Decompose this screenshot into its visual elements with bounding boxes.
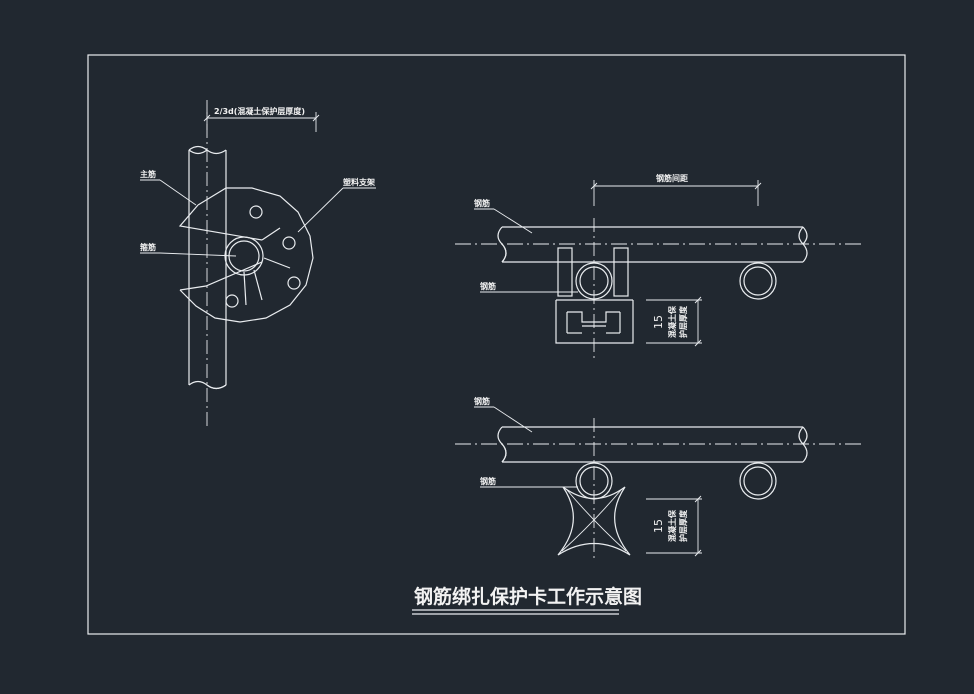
top-cover-label-1: 混凝土保 [667, 305, 677, 338]
star-spacer [557, 486, 631, 556]
spacer-hole [249, 205, 263, 219]
bottom-lower-bar-label: 钢筋 [480, 476, 496, 486]
drawing-frame [87, 54, 906, 635]
spacing-label: 钢筋间距 [656, 173, 688, 183]
stirrup-label: 箍筋 [140, 242, 156, 252]
bottom-right-detail: 钢筋 钢筋 15 混凝土保 护层厚度 [455, 396, 862, 560]
left-dimension-label: 2/3d(混凝土保护层厚度) [214, 106, 305, 116]
drawing-title: 钢筋绑扎保护卡工作示意图 [414, 585, 642, 608]
spacer-hole [282, 236, 296, 250]
main-bar-label: 主筋 [140, 169, 156, 179]
spacer-hole [287, 276, 301, 290]
bottom-cover-label-2: 护层厚度 [678, 509, 688, 542]
bottom-cross-bar [575, 462, 613, 500]
top-cover-value: 15 [652, 315, 665, 329]
top-right-detail: 钢筋间距 钢筋 钢筋 [455, 173, 862, 360]
bottom-lower-bar [739, 462, 777, 500]
top-cover-label-2: 护层厚度 [678, 305, 688, 338]
top-lower-bar [739, 262, 777, 300]
bottom-bar-label: 钢筋 [474, 396, 490, 406]
bottom-cover-label-1: 混凝土保 [667, 509, 677, 542]
left-detail: 2/3d(混凝土保护层厚度) 主筋 箍筋 塑料 [140, 100, 376, 430]
top-bar-label: 钢筋 [474, 198, 490, 208]
top-cross-bar [575, 262, 613, 300]
spacer-hole [225, 294, 239, 308]
top-lower-bar-label: 钢筋 [480, 281, 496, 291]
card-label: 塑料支架 [343, 177, 375, 187]
bottom-cover-value: 15 [652, 519, 665, 533]
spacer-disc-outline [179, 187, 314, 323]
